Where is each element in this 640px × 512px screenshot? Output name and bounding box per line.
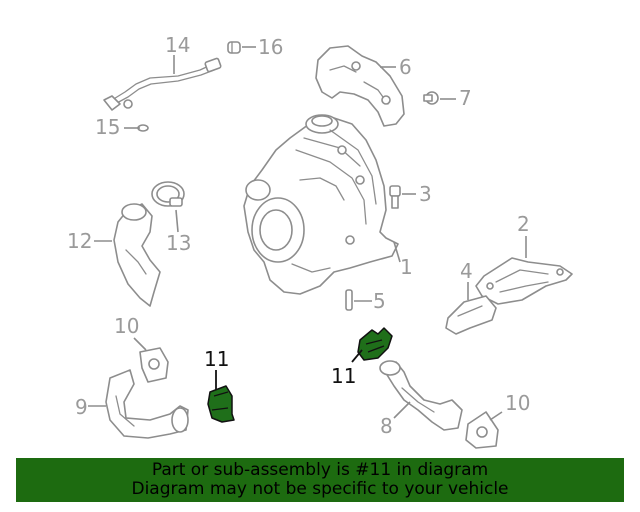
hose-clamp[interactable] (151, 181, 185, 207)
shield-bolt[interactable] (423, 91, 439, 105)
highlighted-part-11-left[interactable] (207, 385, 235, 423)
callout-10-right: 10 (505, 391, 530, 415)
callout-10-left: 10 (114, 314, 139, 338)
callout-6: 6 (399, 55, 412, 79)
oil-fitting[interactable] (227, 41, 241, 54)
callout-7: 7 (459, 86, 472, 110)
callout-15: 15 (95, 115, 120, 139)
callout-8: 8 (380, 414, 393, 438)
callout-16: 16 (258, 35, 283, 59)
callout-11-right: 11 (331, 364, 356, 388)
callout-12: 12 (67, 229, 92, 253)
lower-shield[interactable] (445, 295, 497, 335)
turbocharger[interactable] (243, 114, 399, 295)
callout-5: 5 (373, 289, 386, 313)
turbo-bolt[interactable] (389, 185, 401, 209)
callout-14: 14 (165, 33, 190, 57)
callout-13: 13 (166, 231, 191, 255)
intake-pipe[interactable] (113, 203, 161, 307)
callout-9: 9 (75, 395, 88, 419)
callout-11-left: 11 (204, 347, 229, 371)
leader-lines (88, 46, 527, 421)
gasket-left[interactable] (139, 347, 169, 383)
notice-banner: Part or sub-assembly is #11 in diagram D… (16, 458, 624, 502)
callout-2: 2 (517, 212, 530, 236)
gasket-right[interactable] (465, 411, 499, 449)
callout-1: 1 (400, 255, 413, 279)
callout-3: 3 (419, 182, 432, 206)
notice-line-2: Diagram may not be specific to your vehi… (131, 479, 509, 499)
callout-4: 4 (460, 259, 473, 283)
stud[interactable] (345, 289, 353, 311)
notice-line-1: Part or sub-assembly is #11 in diagram (151, 460, 489, 480)
downpipe[interactable] (105, 369, 189, 439)
oil-feed-tube[interactable] (103, 57, 222, 111)
gasket[interactable] (475, 257, 573, 305)
heat-shield[interactable] (315, 45, 405, 127)
highlighted-part-11-right[interactable] (357, 327, 393, 361)
